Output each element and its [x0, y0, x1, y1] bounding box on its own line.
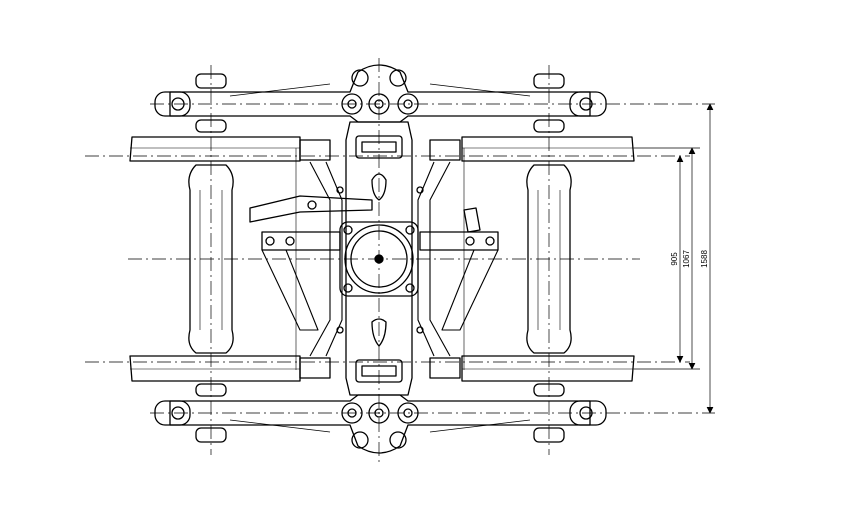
upper-side-frame: [154, 64, 607, 133]
upper-frame-pin-center: [368, 93, 390, 115]
left-brake-rigging: [249, 139, 373, 379]
right-upper-wheel: [461, 136, 635, 162]
left-lower-wheel: [129, 355, 301, 382]
bolster: [345, 121, 413, 396]
lower-side-frame: [154, 383, 607, 454]
upper-frame-pin-left: [341, 93, 363, 115]
lower-frame-pin-center: [368, 402, 390, 424]
dim-label-1588: 1588: [700, 250, 709, 268]
right-brake-rigging: [416, 139, 499, 379]
dimension-labels: 905 1067 1588: [670, 250, 709, 268]
left-upper-wheel: [129, 136, 301, 162]
lower-side-bearing: [355, 359, 403, 383]
lower-frame-pin-right: [397, 402, 419, 424]
upper-frame-pin-right: [397, 93, 419, 115]
lower-frame-pin-left: [341, 402, 363, 424]
left-brake-lever: [249, 195, 373, 223]
upper-side-bearing: [355, 135, 403, 159]
right-lower-wheel: [461, 355, 635, 382]
right-axle: [526, 164, 572, 354]
right-wheelset: [461, 136, 635, 382]
dimension-lines: [634, 103, 714, 414]
left-axle: [188, 164, 234, 354]
left-wheelset: [129, 136, 301, 382]
dim-label-1067: 1067: [682, 250, 691, 268]
center-plate: [339, 221, 419, 297]
dim-label-905: 905: [670, 252, 679, 266]
